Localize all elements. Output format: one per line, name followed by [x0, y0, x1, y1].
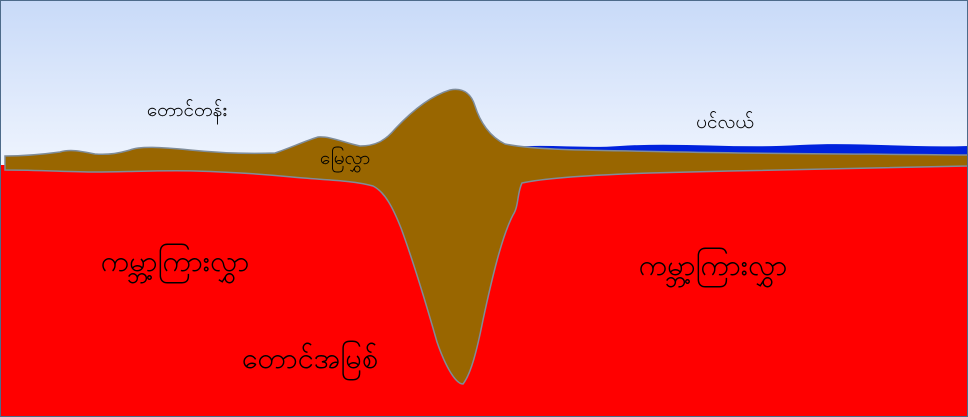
label-mountain-root: တောင်အမြစ် [242, 340, 378, 381]
label-mountain-range: တောင်တန်း [147, 98, 227, 125]
label-crust: မြေလွှာ [320, 145, 370, 173]
label-mantle-left: ကမ္ဘာ့ကြားလွှာ [101, 243, 250, 284]
label-mantle-right: ကမ္ဘာ့ကြားလွှာ [639, 247, 788, 288]
label-ocean: ပင်လယ် [696, 110, 754, 133]
